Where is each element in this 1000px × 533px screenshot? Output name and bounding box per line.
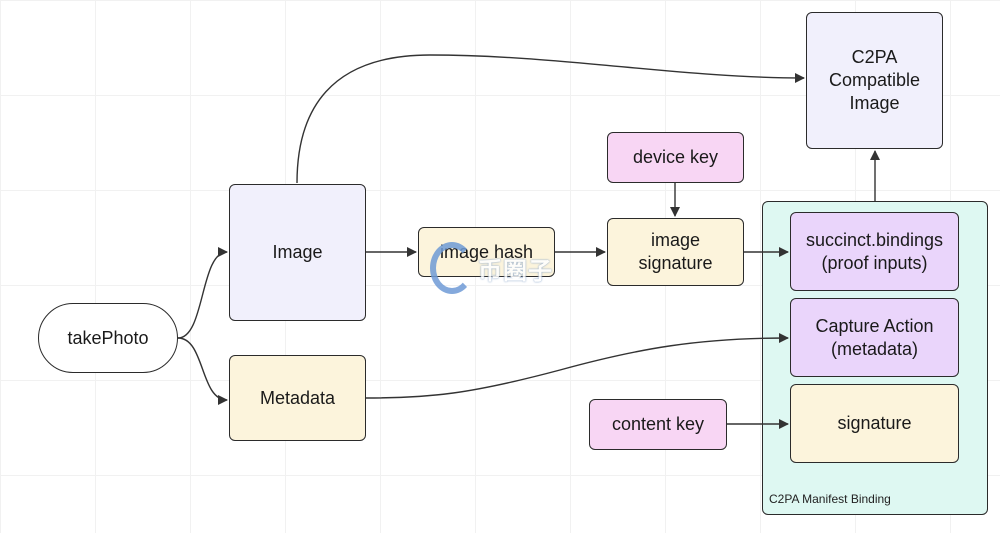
content-key-node[interactable]: content key	[589, 399, 727, 450]
connector-takephoto-to-image	[177, 247, 228, 339]
connector-metadata-to-capture-action	[365, 333, 789, 399]
image-node[interactable]: Image	[229, 184, 366, 321]
metadata-label: Metadata	[259, 387, 336, 408]
content-key-label: content key	[611, 414, 705, 434]
take-photo-label: takePhoto	[67, 327, 149, 348]
device-key-node[interactable]: device key	[607, 132, 744, 183]
capture-action-label: Capture Action (metadata)	[815, 315, 934, 359]
image-label: Image	[272, 242, 323, 262]
watermark-text: 币圈子	[478, 257, 553, 285]
group-label: C2PA Manifest Binding	[769, 492, 891, 506]
image-signature-node[interactable]: image signature	[607, 218, 744, 286]
metadata-node[interactable]: Metadata	[229, 355, 366, 441]
device-key-label: device key	[632, 147, 719, 167]
take-photo-node[interactable]: takePhoto	[38, 303, 178, 373]
c2pa-compatible-image-node[interactable]: C2PA Compatible Image	[806, 12, 943, 149]
signature-node[interactable]: signature	[790, 384, 959, 463]
succinct-bindings-label: succinct.bindings (proof inputs)	[805, 229, 944, 273]
swirl-logo-icon	[430, 242, 474, 294]
signature-label: signature	[837, 413, 912, 433]
capture-action-node[interactable]: Capture Action (metadata)	[790, 298, 959, 377]
c2pa-compatible-image-label: C2PA Compatible Image	[828, 47, 921, 113]
image-signature-label: image signature	[638, 230, 713, 273]
watermark: 币圈子	[430, 238, 570, 298]
succinct-bindings-node[interactable]: succinct.bindings (proof inputs)	[790, 212, 959, 291]
connector-takephoto-to-metadata	[177, 337, 228, 405]
